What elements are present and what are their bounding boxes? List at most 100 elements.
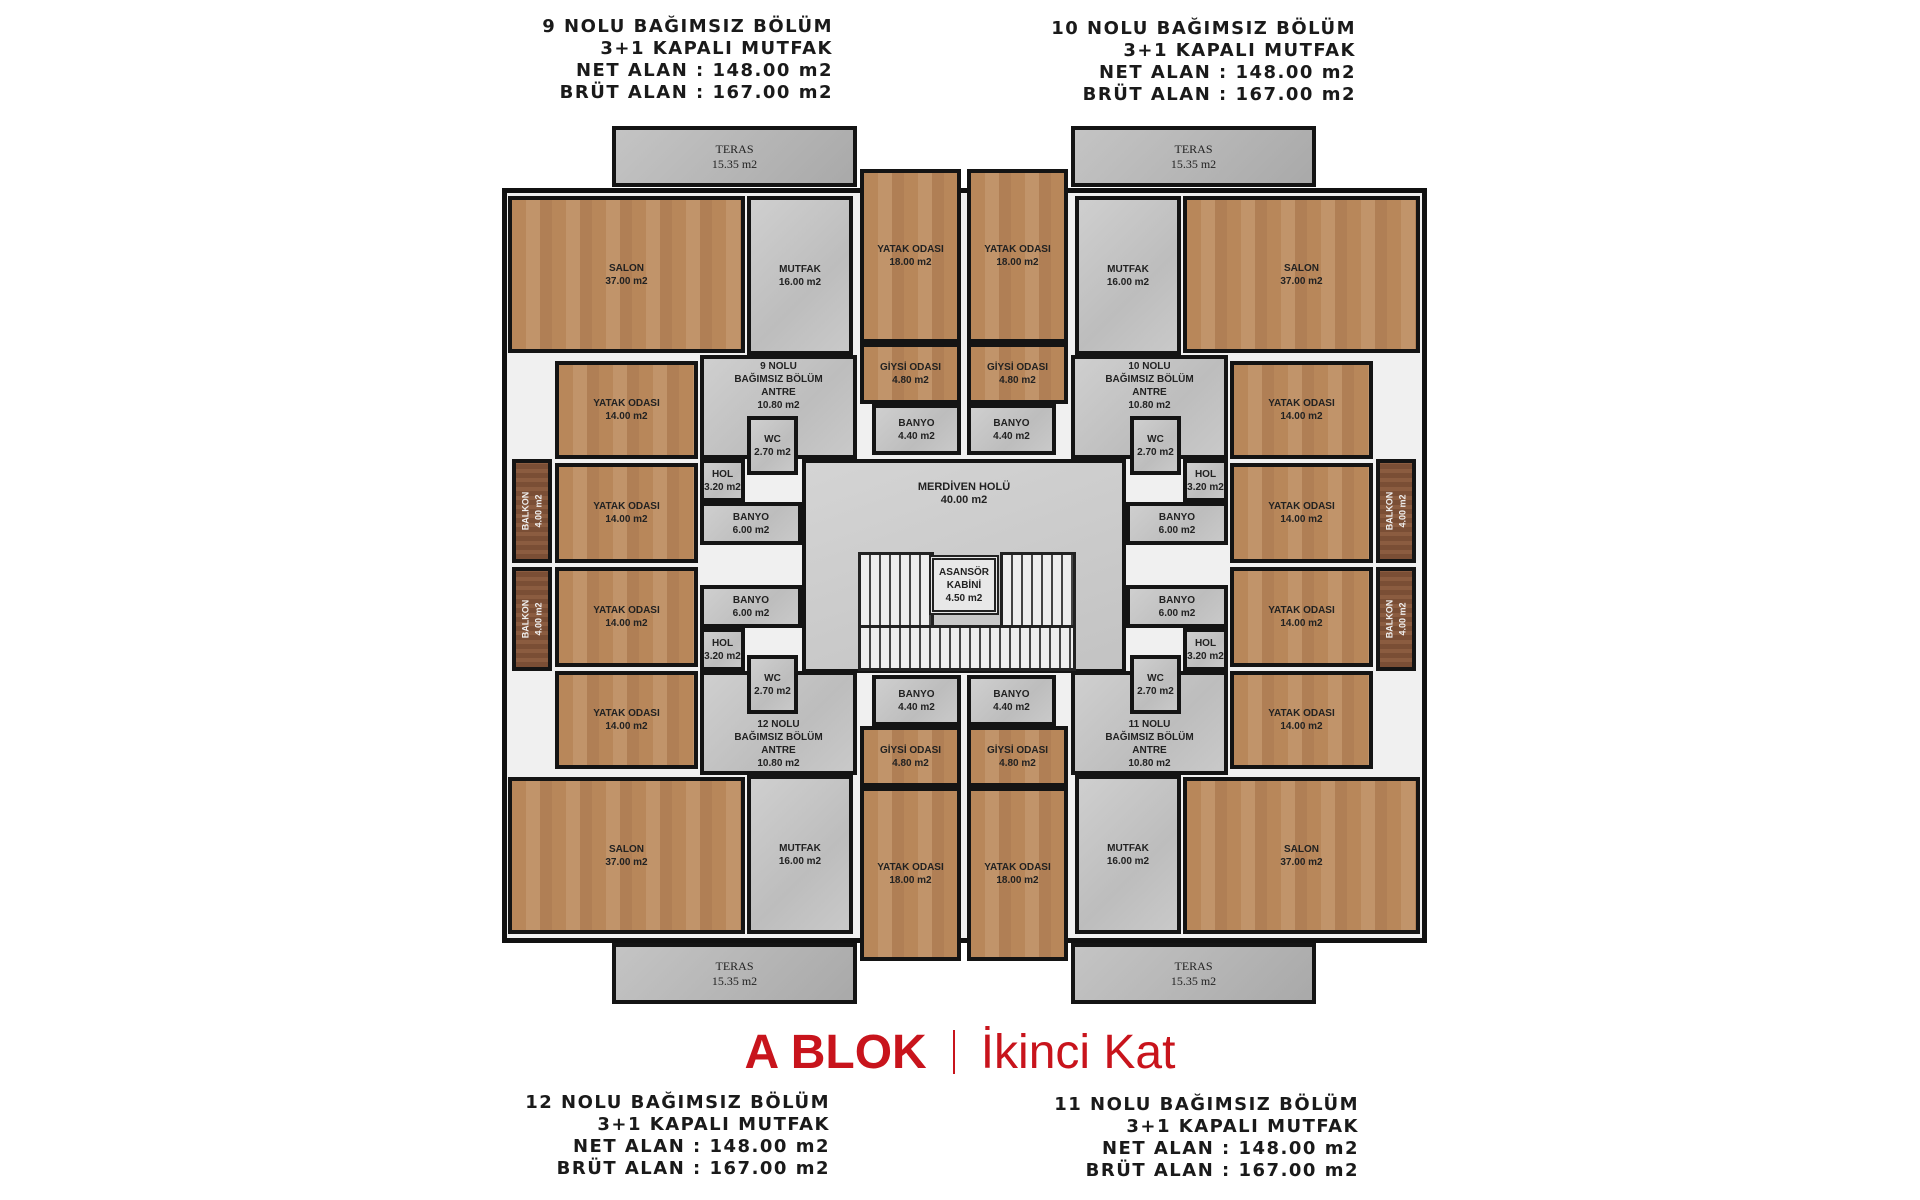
room-label-line: YATAK ODASI: [1268, 605, 1335, 616]
room-label-line: 6.00 m2: [1158, 607, 1196, 619]
unit-title: 10 NOLU BAĞIMSIZ BÖLÜM: [1051, 18, 1356, 39]
unit-11-header: 11 NOLU BAĞIMSIZ BÖLÜM 3+1 KAPALI MUTFAK…: [1054, 1094, 1359, 1182]
room-label-line: HOL: [711, 637, 734, 649]
unit-net-area: NET ALAN : 148.00 m2: [1101, 1138, 1359, 1159]
room-label-line: MERDİVEN HOLÜ: [917, 481, 1011, 493]
room-label-line: MUTFAK: [1107, 842, 1149, 854]
room-label-line: 14.00 m2: [605, 618, 648, 629]
room-label-line: 16.00 m2: [778, 855, 822, 867]
room-label-line: BANYO: [898, 688, 935, 700]
unit-gross-area: BRÜT ALAN : 167.00 m2: [559, 82, 833, 103]
unit-gross-area: BRÜT ALAN : 167.00 m2: [556, 1158, 830, 1179]
room-label-line: WC: [764, 433, 781, 445]
room-label: YATAK ODASI 14.00 m2: [1268, 604, 1335, 630]
room-label-line: BANYO: [1158, 511, 1196, 523]
room-label-line: 14.00 m2: [605, 411, 648, 422]
room-label-line: 10.80 m2: [757, 758, 800, 769]
room-label-line: 14.00 m2: [1280, 618, 1323, 629]
title-divider: [952, 1030, 955, 1074]
unit-10-header: 10 NOLU BAĞIMSIZ BÖLÜM 3+1 KAPALI MUTFAK…: [1051, 18, 1356, 106]
room-label-line: SALON: [1283, 843, 1319, 855]
room-label-line: BANYO: [898, 417, 935, 429]
room-label-line: 4.80 m2: [892, 374, 929, 386]
room-label-line: 9 NOLU: [760, 361, 797, 372]
room-label: YATAK ODASI 18.00 m2: [877, 243, 944, 269]
unit-gross-area: BRÜT ALAN : 167.00 m2: [1085, 1160, 1359, 1181]
room-label-line: 10.80 m2: [757, 400, 800, 411]
room-label-line: TERAS: [1174, 958, 1213, 973]
room-label-line: 14.00 m2: [605, 514, 648, 525]
unit-net-area: NET ALAN : 148.00 m2: [572, 1136, 830, 1157]
room-label-line: HOL: [1194, 468, 1217, 480]
room-label-line: 4.40 m2: [993, 701, 1030, 713]
room-label-line: 37.00 m2: [1280, 856, 1323, 868]
room-label-line: BAĞIMSIZ BÖLÜM: [1105, 374, 1194, 385]
room-label-line: 2.70 m2: [1137, 446, 1174, 458]
room-label-line: 12 NOLU: [757, 719, 800, 730]
room-label-line: ANTRE: [1132, 745, 1167, 756]
room-label-line: 18.00 m2: [889, 257, 932, 268]
unit-type: 3+1 KAPALI MUTFAK: [1123, 40, 1356, 61]
room-label-line: 10.80 m2: [1128, 400, 1171, 411]
room-label-line: 4.80 m2: [999, 374, 1036, 386]
room-label-line: BALKON: [1384, 491, 1394, 531]
room-label-line: BANYO: [993, 688, 1030, 700]
unit-type: 3+1 KAPALI MUTFAK: [600, 38, 833, 59]
block-name: A BLOK: [744, 1026, 927, 1079]
room-label-line: YATAK ODASI: [593, 501, 660, 512]
room-label-line: 6.00 m2: [732, 524, 770, 536]
room-label-line: 15.35 m2: [1170, 973, 1217, 988]
room-label-line: 18.00 m2: [996, 257, 1039, 268]
room-label-line: 4.80 m2: [999, 757, 1036, 769]
unit-type: 3+1 KAPALI MUTFAK: [1126, 1116, 1359, 1137]
room-label-line: YATAK ODASI: [984, 244, 1051, 255]
unit-net-area: NET ALAN : 148.00 m2: [575, 60, 833, 81]
room-label-line: KABİNİ: [946, 579, 982, 591]
room-label-line: BAĞIMSIZ BÖLÜM: [734, 374, 823, 385]
room-label-line: 4.40 m2: [993, 430, 1030, 442]
room-label-line: BANYO: [732, 511, 770, 523]
unit-title: 9 NOLU BAĞIMSIZ BÖLÜM: [542, 16, 833, 37]
room-label-line: 14.00 m2: [605, 721, 648, 732]
room-label-line: YATAK ODASI: [877, 244, 944, 255]
room-label-line: 4.40 m2: [898, 701, 935, 713]
room-label-line: YATAK ODASI: [1268, 398, 1335, 409]
room-label-line: GİYSİ ODASI: [879, 744, 942, 756]
room-label-line: 3.20 m2: [704, 481, 741, 493]
room-label-line: GİYSİ ODASI: [986, 744, 1049, 756]
